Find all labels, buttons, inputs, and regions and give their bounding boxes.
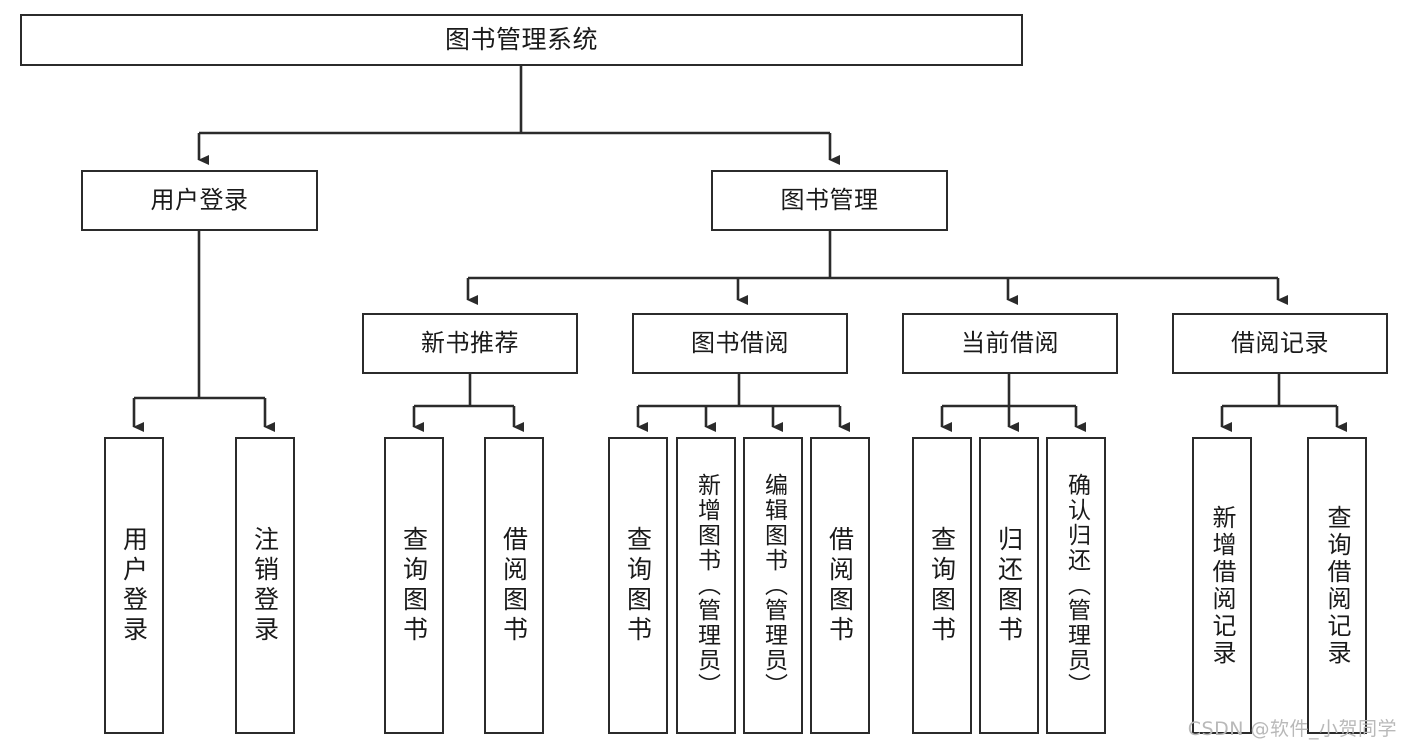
leaf-recommend-query-book[interactable]: 查询图书 (384, 437, 444, 734)
leaf-borrow-borrow-book[interactable]: 借阅图书 (810, 437, 870, 734)
node-label: 图书借阅 (691, 329, 789, 358)
leaf-borrow-add-book[interactable]: 新增图书（管理员） (676, 437, 736, 734)
node-label: 查询图书 (399, 525, 429, 646)
watermark-text: CSDN @软件_小贺同学 (1187, 718, 1397, 740)
leaf-borrow-query-book[interactable]: 查询图书 (608, 437, 668, 734)
node-label: 借阅记录 (1231, 329, 1329, 358)
node-label: 用户登录 (119, 525, 149, 646)
node-label: 编辑图书（管理员） (760, 473, 787, 698)
node-label: 当前借阅 (961, 329, 1059, 358)
leaf-borrow-edit-book[interactable]: 编辑图书（管理员） (743, 437, 803, 734)
node-label: 归还图书 (994, 525, 1024, 646)
node-root-system[interactable]: 图书管理系统 (20, 14, 1023, 66)
node-label: 借阅图书 (499, 525, 529, 646)
node-label: 新增图书（管理员） (693, 473, 720, 698)
node-label: 借阅图书 (825, 525, 855, 646)
node-label: 新增借阅记录 (1208, 504, 1236, 667)
node-user-login[interactable]: 用户登录 (81, 170, 318, 231)
leaf-recommend-borrow-book[interactable]: 借阅图书 (484, 437, 544, 734)
leaf-logout[interactable]: 注销登录 (235, 437, 295, 734)
leaf-record-query[interactable]: 查询借阅记录 (1307, 437, 1367, 734)
node-label: 新书推荐 (421, 329, 519, 358)
node-label: 注销登录 (250, 525, 280, 646)
node-book-borrow[interactable]: 图书借阅 (632, 313, 848, 374)
node-book-management[interactable]: 图书管理 (711, 170, 948, 231)
leaf-current-return-book[interactable]: 归还图书 (979, 437, 1039, 734)
node-label: 用户登录 (150, 186, 249, 215)
node-label: 图书管理 (780, 186, 879, 215)
node-label: 确认归还（管理员） (1063, 473, 1090, 698)
leaf-record-add[interactable]: 新增借阅记录 (1192, 437, 1252, 734)
node-label: 查询借阅记录 (1323, 504, 1351, 667)
node-borrow-record[interactable]: 借阅记录 (1172, 313, 1388, 374)
node-new-book-recommend[interactable]: 新书推荐 (362, 313, 578, 374)
leaf-current-query-book[interactable]: 查询图书 (912, 437, 972, 734)
leaf-user-login[interactable]: 用户登录 (104, 437, 164, 734)
node-label: 查询图书 (927, 525, 957, 646)
node-current-borrow[interactable]: 当前借阅 (902, 313, 1118, 374)
node-label: 图书管理系统 (444, 25, 598, 55)
node-label: 查询图书 (623, 525, 653, 646)
leaf-current-confirm-return[interactable]: 确认归还（管理员） (1046, 437, 1106, 734)
